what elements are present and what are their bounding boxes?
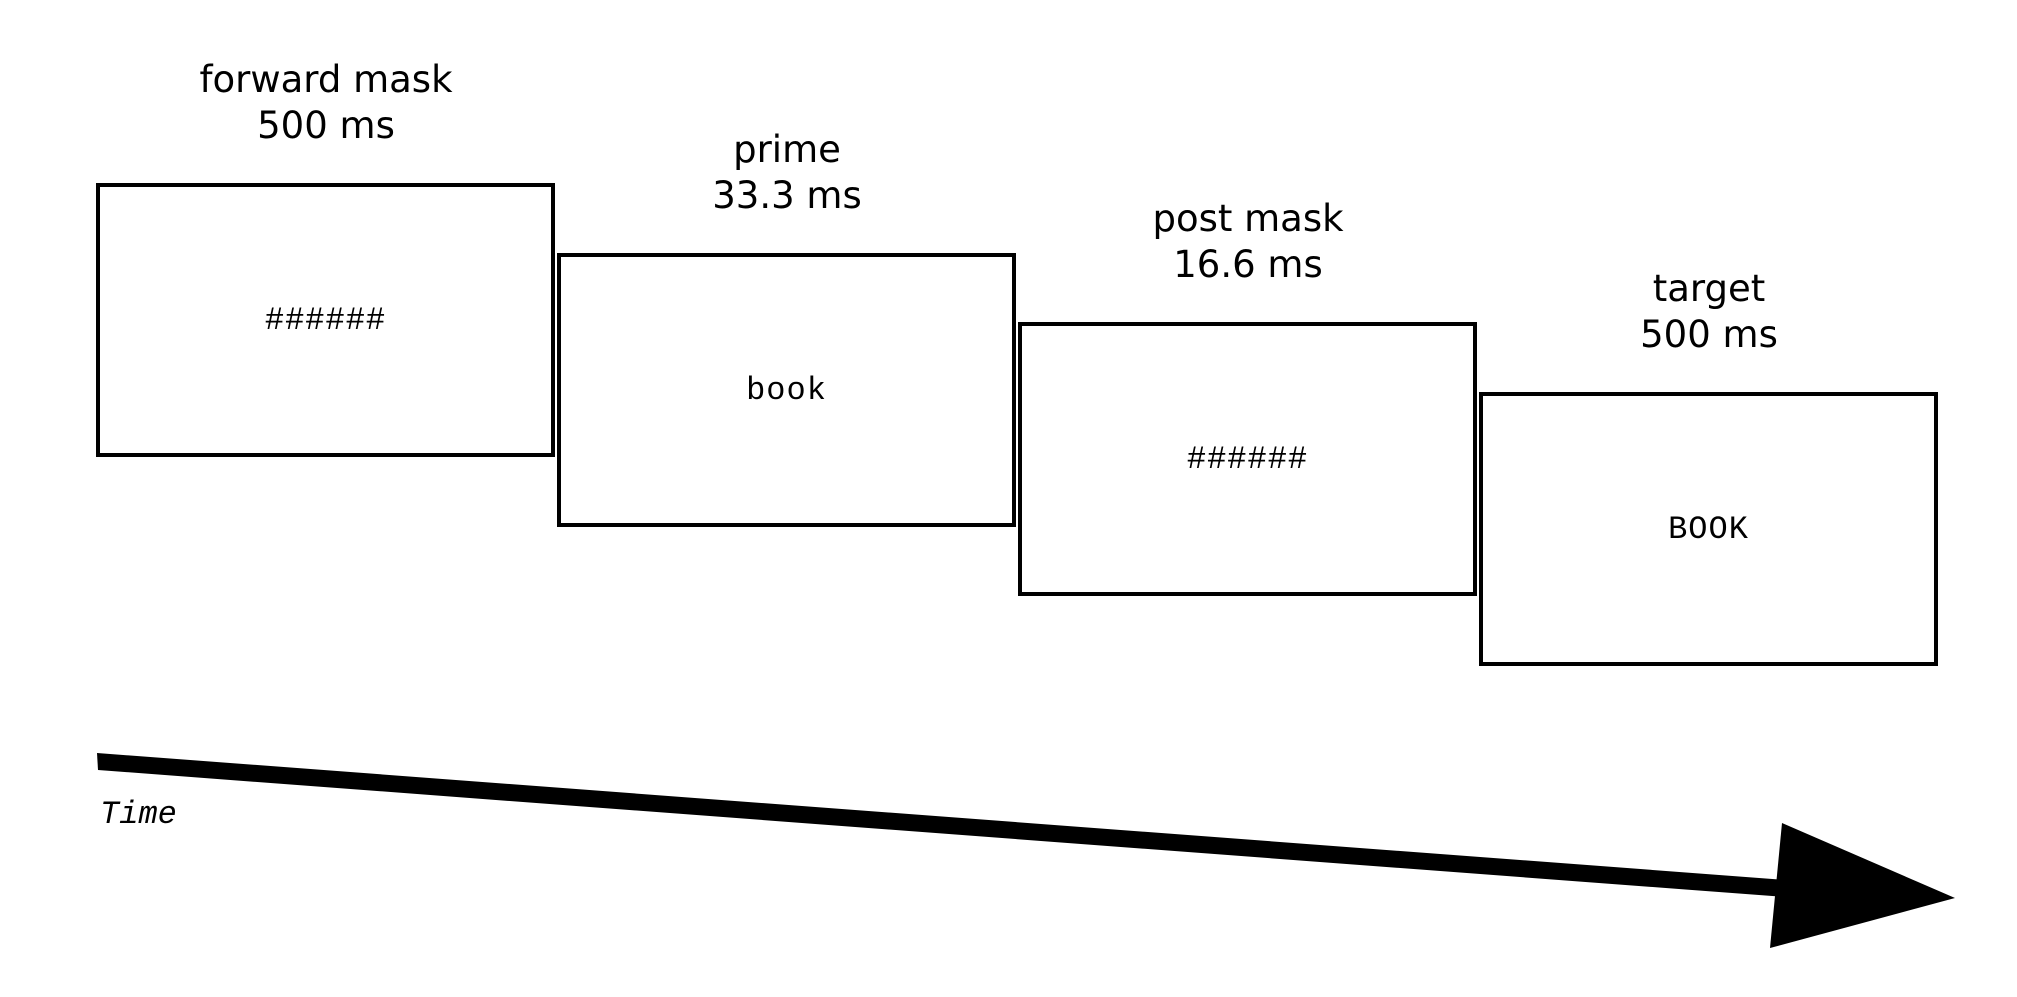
time-arrow-head — [1770, 823, 1955, 948]
stage-name: forward mask — [199, 58, 453, 101]
stimulus-text: book — [746, 371, 827, 409]
stage-name: post mask — [1152, 197, 1344, 240]
stage-frame-forward-mask: ###### — [96, 183, 555, 457]
stage-frame-prime: book — [557, 253, 1016, 527]
stimulus-text: ###### — [264, 301, 387, 339]
stage-label-target: target 500 ms — [1459, 266, 1959, 358]
stage-name: prime — [733, 128, 841, 171]
stage-duration: 500 ms — [257, 104, 395, 147]
stage-duration: 500 ms — [1640, 313, 1778, 356]
stage-label-post-mask: post mask 16.6 ms — [998, 196, 1498, 288]
stage-label-prime: prime 33.3 ms — [537, 127, 1037, 219]
time-axis-label: Time — [100, 796, 177, 833]
stage-duration: 33.3 ms — [712, 174, 862, 217]
stage-duration: 16.6 ms — [1173, 243, 1323, 286]
stage-label-forward-mask: forward mask 500 ms — [76, 57, 576, 149]
stimulus-text: BOOK — [1668, 510, 1749, 548]
time-arrow-shaft — [97, 753, 1786, 897]
stage-frame-post-mask: ###### — [1018, 322, 1477, 596]
stage-name: target — [1652, 267, 1766, 310]
stage-frame-target: BOOK — [1479, 392, 1938, 666]
stimulus-text: ###### — [1186, 440, 1309, 478]
